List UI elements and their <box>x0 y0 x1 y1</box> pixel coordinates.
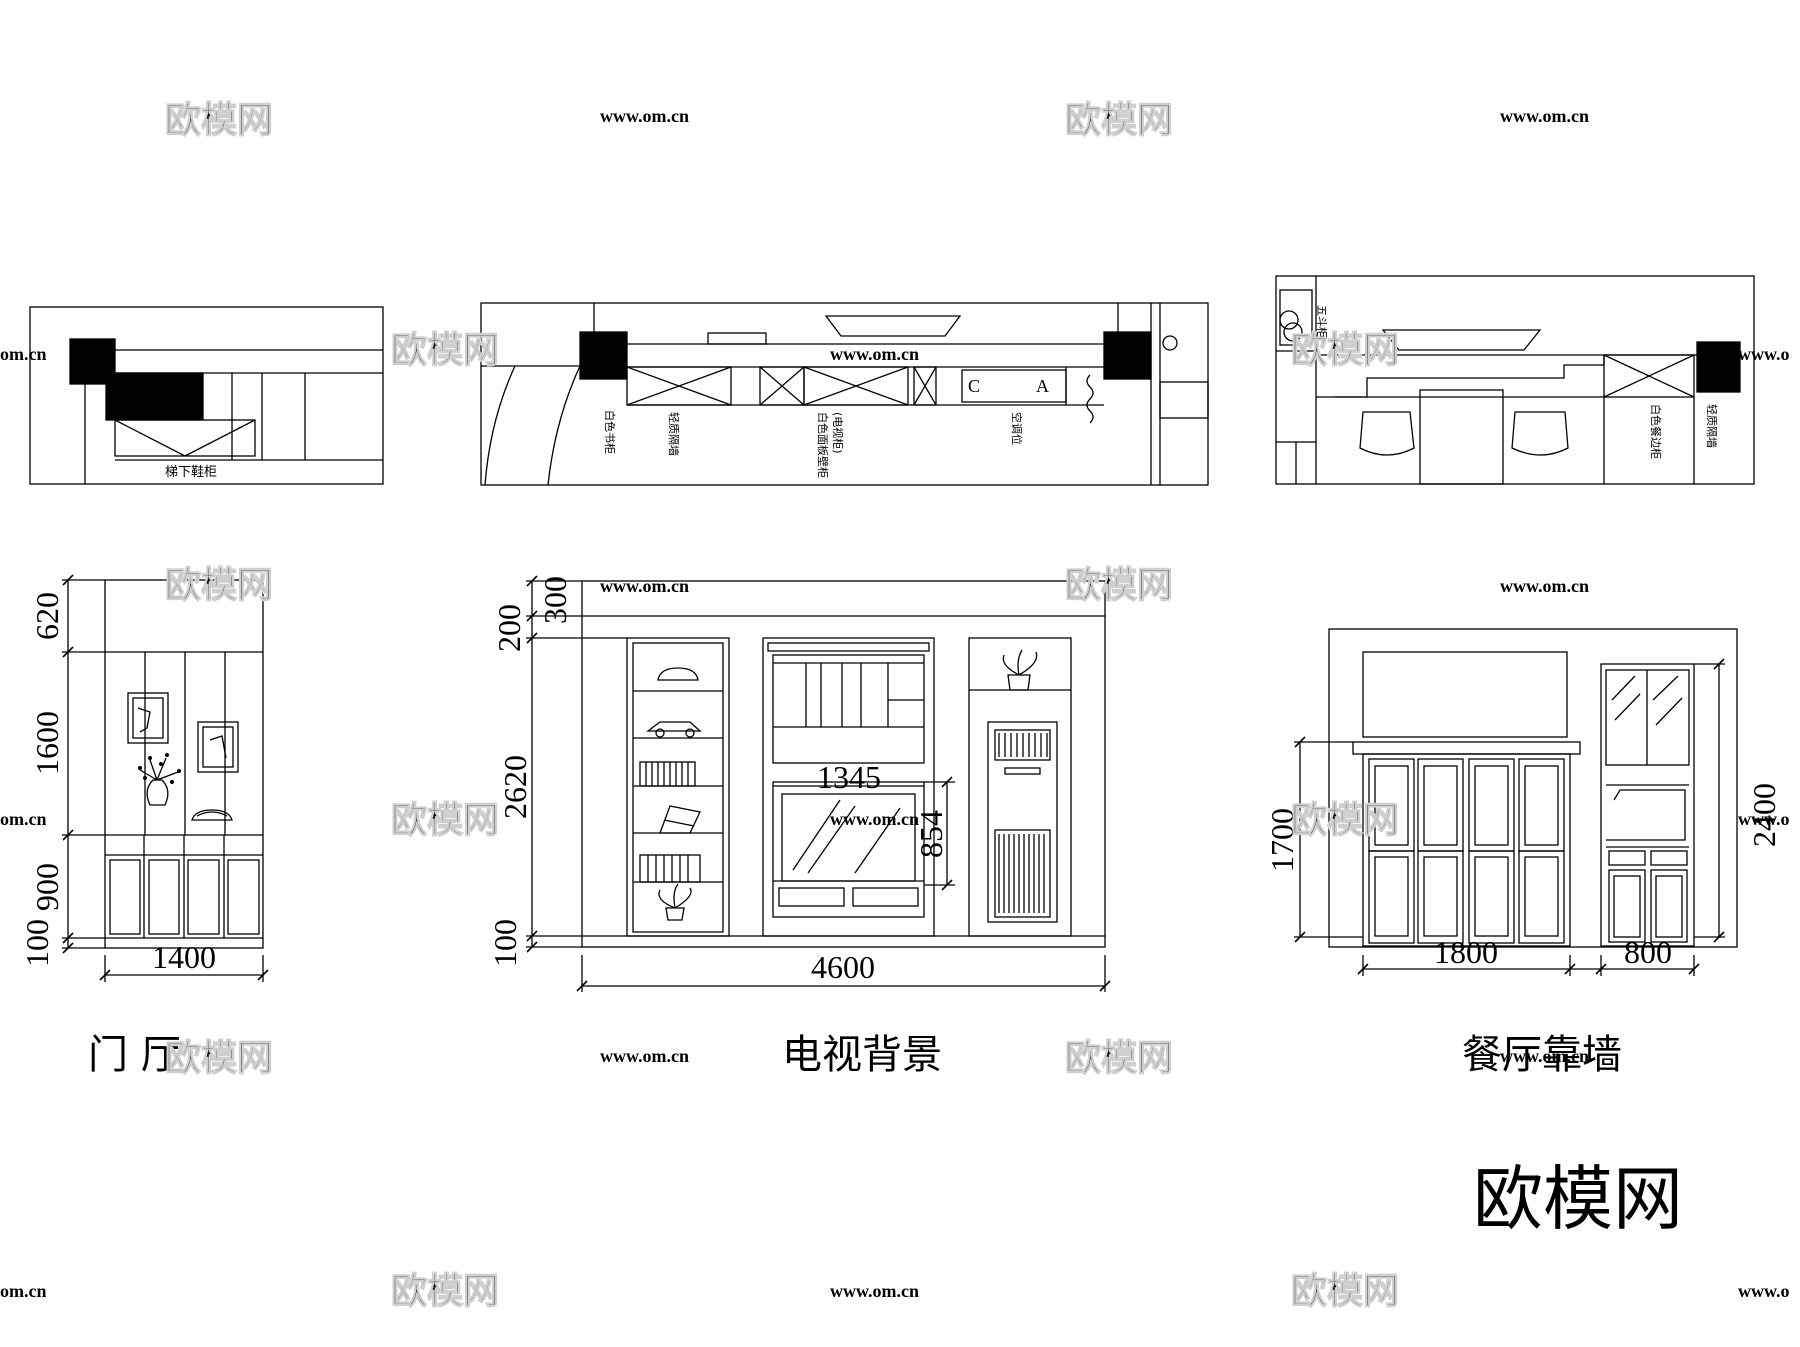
watermark-brand: 欧模网 <box>391 330 499 370</box>
watermark-url: www.om.cn <box>600 576 689 596</box>
watermark-url: www.om.cn <box>830 1281 919 1301</box>
hall-elevation: 620 1600 900 100 1400 <box>19 574 269 982</box>
watermark-url-edge: om.cn <box>0 344 47 364</box>
dining-plan-label-wall: 轻质隔墙 <box>1705 404 1719 448</box>
hall-dim-1400: 1400 <box>152 939 216 975</box>
tv-dim-100: 100 <box>487 919 523 967</box>
tv-elevation: 300 200 2620 100 4600 1345 854 <box>487 575 1111 992</box>
tv-title: 电视背景 <box>782 1032 942 1078</box>
tv-plan-label-bookcase: 白色书柜 <box>603 410 617 454</box>
tv-plan-letter-c: C <box>968 376 980 396</box>
watermark-url: www.om.cn <box>600 106 689 126</box>
watermark-brand-large: 欧模网 <box>1473 1158 1683 1240</box>
dining-title: 餐厅靠墙 <box>1462 1032 1622 1078</box>
watermark-url-cut: www.o <box>1738 809 1790 829</box>
tv-dim-1345: 1345 <box>817 759 881 795</box>
watermark-brand: 欧模网 <box>165 1038 273 1078</box>
tv-plan-label-tvcab: (电视柜) <box>831 412 845 454</box>
watermark-brand: 欧模网 <box>1291 1271 1399 1311</box>
dining-dim-1700: 1700 <box>1264 808 1300 872</box>
watermark-brand: 欧模网 <box>1291 330 1399 370</box>
hall-dim-100: 100 <box>19 919 55 967</box>
watermark-brand: 欧模网 <box>1065 1038 1173 1078</box>
dining-dim-800: 800 <box>1624 934 1672 970</box>
hall-dim-1600: 1600 <box>29 711 65 775</box>
dining-plan-label-chest: 五斗柜 <box>1315 305 1328 338</box>
watermark-url: www.om.cn <box>1500 1046 1589 1066</box>
hall-plan-label: 梯下鞋柜 <box>165 464 217 480</box>
watermark-brand: 欧模网 <box>1065 565 1173 605</box>
hall-plan: 梯下鞋柜 <box>29 306 384 485</box>
tv-dim-200: 200 <box>491 604 527 652</box>
watermark-url: www.om.cn <box>600 1046 689 1066</box>
dining-elevation: 1700 2400 1800 800 <box>1264 628 1782 976</box>
watermark-url: www.om.cn <box>1500 576 1589 596</box>
dining-plan-label-sideboard: 白色餐边柜 <box>1649 404 1663 459</box>
watermark-url: www.om.cn <box>830 344 919 364</box>
tv-dim-300: 300 <box>537 576 573 624</box>
watermark-brand: 欧模网 <box>165 565 273 605</box>
tv-plan-label-wall: 轻质隔墙 <box>667 412 681 456</box>
watermark-brand: 欧模网 <box>1291 800 1399 840</box>
watermark-brand: 欧模网 <box>391 1271 499 1311</box>
watermark-url-edge: om.cn <box>0 809 47 829</box>
watermark-brand: 欧模网 <box>165 100 273 140</box>
dining-dim-1800: 1800 <box>1434 934 1498 970</box>
watermark-url-cut: www.o <box>1738 344 1790 364</box>
watermark-brand: 欧模网 <box>391 800 499 840</box>
watermark-brand: 欧模网 <box>1065 100 1173 140</box>
dining-plan: 五斗柜 白色餐边柜 轻质隔墙 <box>1275 275 1755 485</box>
tv-dim-2620: 2620 <box>497 755 533 819</box>
hall-dim-900: 900 <box>29 863 65 911</box>
watermarks: 欧模网 欧模网 欧模网 欧模网 欧模网 欧模网 欧模网 欧模网 欧模网 欧模网 … <box>0 99 1790 1311</box>
watermark-url: www.om.cn <box>830 809 919 829</box>
watermark-url-edge: om.cn <box>0 1281 47 1301</box>
tv-plan-label-ac: 空调位 <box>1010 412 1024 445</box>
tv-dim-4600: 4600 <box>811 949 875 985</box>
dining-dim-2400: 2400 <box>1746 783 1782 847</box>
watermark-url: www.om.cn <box>1500 106 1589 126</box>
hall-title: 门 厅 <box>88 1032 181 1078</box>
tv-plan-letter-a: A <box>1036 376 1049 396</box>
watermark-url-cut: www.o <box>1738 1281 1790 1301</box>
hall-dim-620: 620 <box>29 592 65 640</box>
tv-dim-854: 854 <box>913 810 949 858</box>
tv-plan-label-panel: 白色面板壁柜 <box>816 412 830 478</box>
tv-plan: 白色书柜 轻质隔墙 白色面板壁柜 (电视柜) 空调位 C A <box>480 302 1209 486</box>
